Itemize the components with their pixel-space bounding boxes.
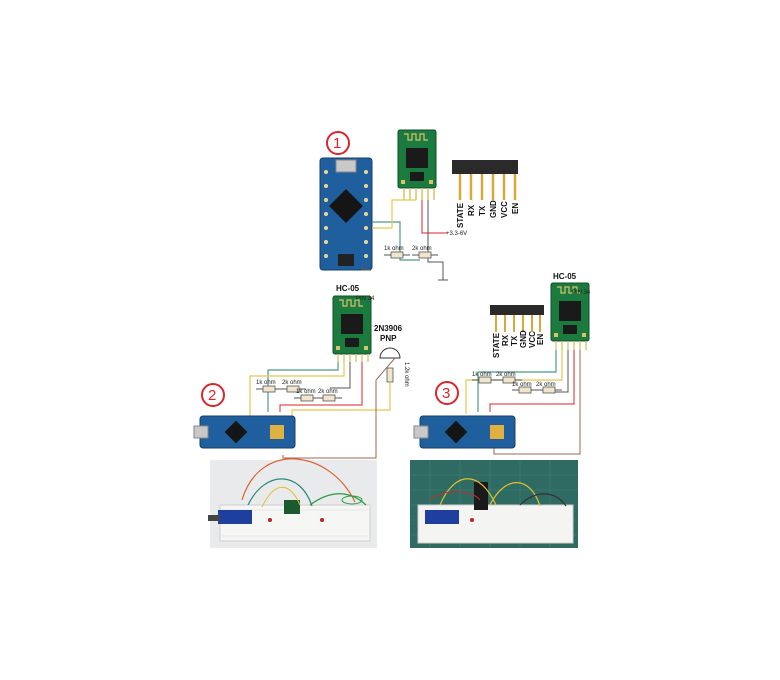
pin-label-vcc: VCC bbox=[500, 201, 509, 218]
module-title-3: HC-05 bbox=[553, 272, 577, 281]
breadboard-photo-2 bbox=[208, 458, 377, 548]
arduino-nano-2 bbox=[193, 415, 296, 449]
pin3-label-gnd: GND bbox=[519, 330, 528, 348]
pin3-label-en: EN bbox=[536, 334, 545, 345]
pin-label-gnd: GND bbox=[489, 200, 498, 218]
resistor-2k-label-1: 2k ohm bbox=[412, 246, 432, 252]
pin3-label-vcc: VCC bbox=[528, 331, 537, 348]
transistor-part-label: 2N3906 bbox=[374, 324, 403, 333]
pin34-label-3: PIN 34 bbox=[572, 290, 591, 296]
pin34-label-2: PIN 34 bbox=[356, 296, 375, 302]
pin-label-rx: RX bbox=[467, 204, 476, 216]
base-resistor-label: 1.2k ohm bbox=[403, 362, 409, 387]
pin3-label-tx: TX bbox=[510, 335, 519, 346]
resistor-label-2b: 2k ohm bbox=[282, 380, 302, 386]
section-3: HC-05 PIN 34 STATE RX TX GND VCC EN bbox=[413, 272, 591, 455]
resistor-label-2c: 1k ohm bbox=[296, 389, 316, 395]
pin-label-tx: TX bbox=[478, 205, 487, 216]
pin-header-3: STATE RX TX GND VCC EN bbox=[490, 305, 545, 358]
step-2-number: 2 bbox=[208, 387, 216, 404]
supply-label: +3.3-6V bbox=[446, 231, 467, 237]
step-3-badge bbox=[435, 381, 459, 405]
pin3-label-state: STATE bbox=[492, 332, 501, 358]
step-1-number: 1 bbox=[333, 135, 341, 152]
resistor-label-3b: 2k ohm bbox=[496, 372, 516, 378]
step-2-badge bbox=[201, 383, 225, 407]
resistor-1k-2 bbox=[255, 385, 283, 393]
resistor-label-2a: 1k ohm bbox=[256, 380, 276, 386]
hc05-module-1 bbox=[397, 129, 437, 189]
resistor-label-3d: 2k ohm bbox=[536, 382, 556, 388]
pin-label-state: STATE bbox=[456, 202, 465, 228]
step-3-number: 3 bbox=[442, 385, 450, 402]
pin3-label-rx: RX bbox=[501, 334, 510, 346]
resistor-1k-1 bbox=[383, 251, 411, 259]
pin-label-en: EN bbox=[511, 203, 520, 214]
transistor-2n3906 bbox=[379, 347, 401, 359]
hc05-module-2 bbox=[332, 295, 372, 355]
resistor-2k-2b bbox=[315, 394, 343, 402]
section-1: 1 1k ohm 2k ohm +3.3-6V STATE bbox=[319, 129, 520, 281]
pin-header: STATE RX TX GND VCC EN bbox=[452, 160, 520, 228]
breadboard-photo-3 bbox=[410, 460, 578, 548]
arduino-nano-3 bbox=[413, 415, 516, 449]
resistor-2k-1 bbox=[411, 251, 439, 259]
section-2: HC-05 PIN 34 2N3906 PNP 1.2k ohm 1k ohm … bbox=[193, 284, 409, 459]
resistor-label-3c: 1k ohm bbox=[512, 382, 532, 388]
resistor-label-3a: 1k ohm bbox=[472, 372, 492, 378]
resistor-1k-label-1: 1k ohm bbox=[384, 246, 404, 252]
resistor-label-2d: 2k ohm bbox=[318, 389, 338, 395]
step-1-badge bbox=[326, 131, 350, 155]
module-title-2: HC-05 bbox=[336, 284, 360, 293]
transistor-type-label: PNP bbox=[380, 334, 397, 343]
